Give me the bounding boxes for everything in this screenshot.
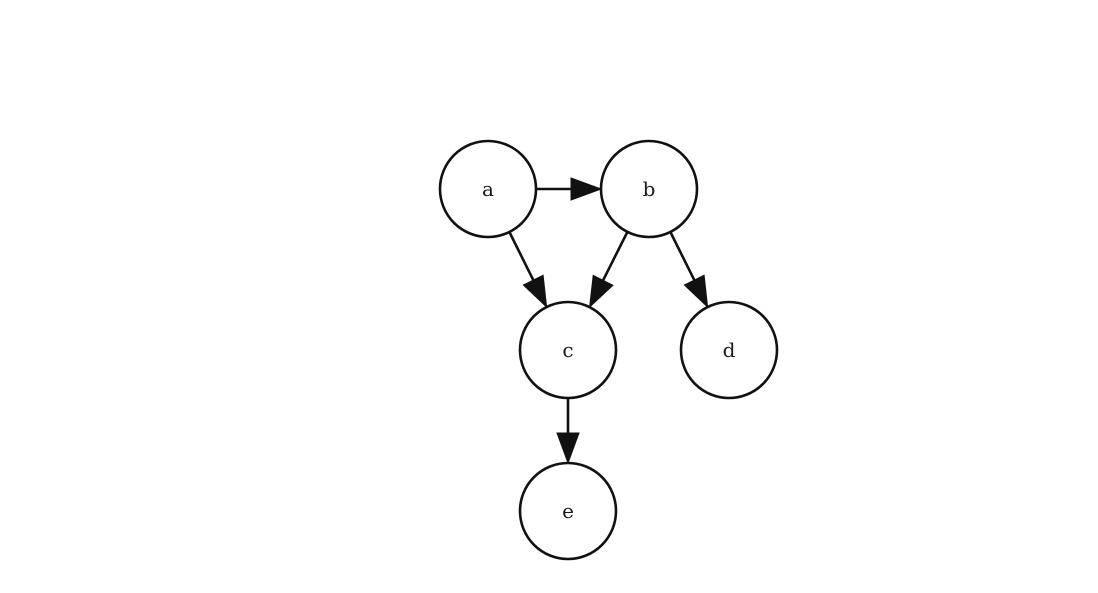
arrowhead-icon — [683, 274, 709, 309]
node-circle — [518, 300, 618, 400]
arrowhead-icon — [522, 274, 548, 309]
node-label: b — [643, 177, 656, 201]
node-b: b — [599, 139, 699, 239]
node-label: a — [482, 177, 494, 201]
node-d: d — [679, 300, 779, 400]
node-circle — [438, 139, 538, 239]
node-circle — [518, 461, 618, 561]
arrowhead-icon — [588, 274, 614, 309]
edge-a-c — [508, 231, 548, 309]
node-label: c — [562, 338, 573, 362]
edge-c-e — [556, 398, 580, 465]
node-a: a — [438, 139, 538, 239]
node-circle — [679, 300, 779, 400]
node-e: e — [518, 461, 618, 561]
node-label: d — [723, 338, 736, 362]
node-label: e — [562, 499, 574, 523]
arrowhead-icon — [570, 177, 603, 201]
edge-a-b — [536, 177, 603, 201]
edge-b-d — [669, 231, 709, 309]
edge-line — [508, 231, 535, 281]
edge-line — [669, 231, 696, 281]
nodes-layer: a b c d e — [438, 139, 779, 561]
edge-line — [601, 231, 629, 281]
edge-b-c — [588, 231, 629, 309]
arrowhead-icon — [556, 432, 580, 465]
edges-layer — [508, 177, 709, 465]
node-c: c — [518, 300, 618, 400]
node-circle — [599, 139, 699, 239]
